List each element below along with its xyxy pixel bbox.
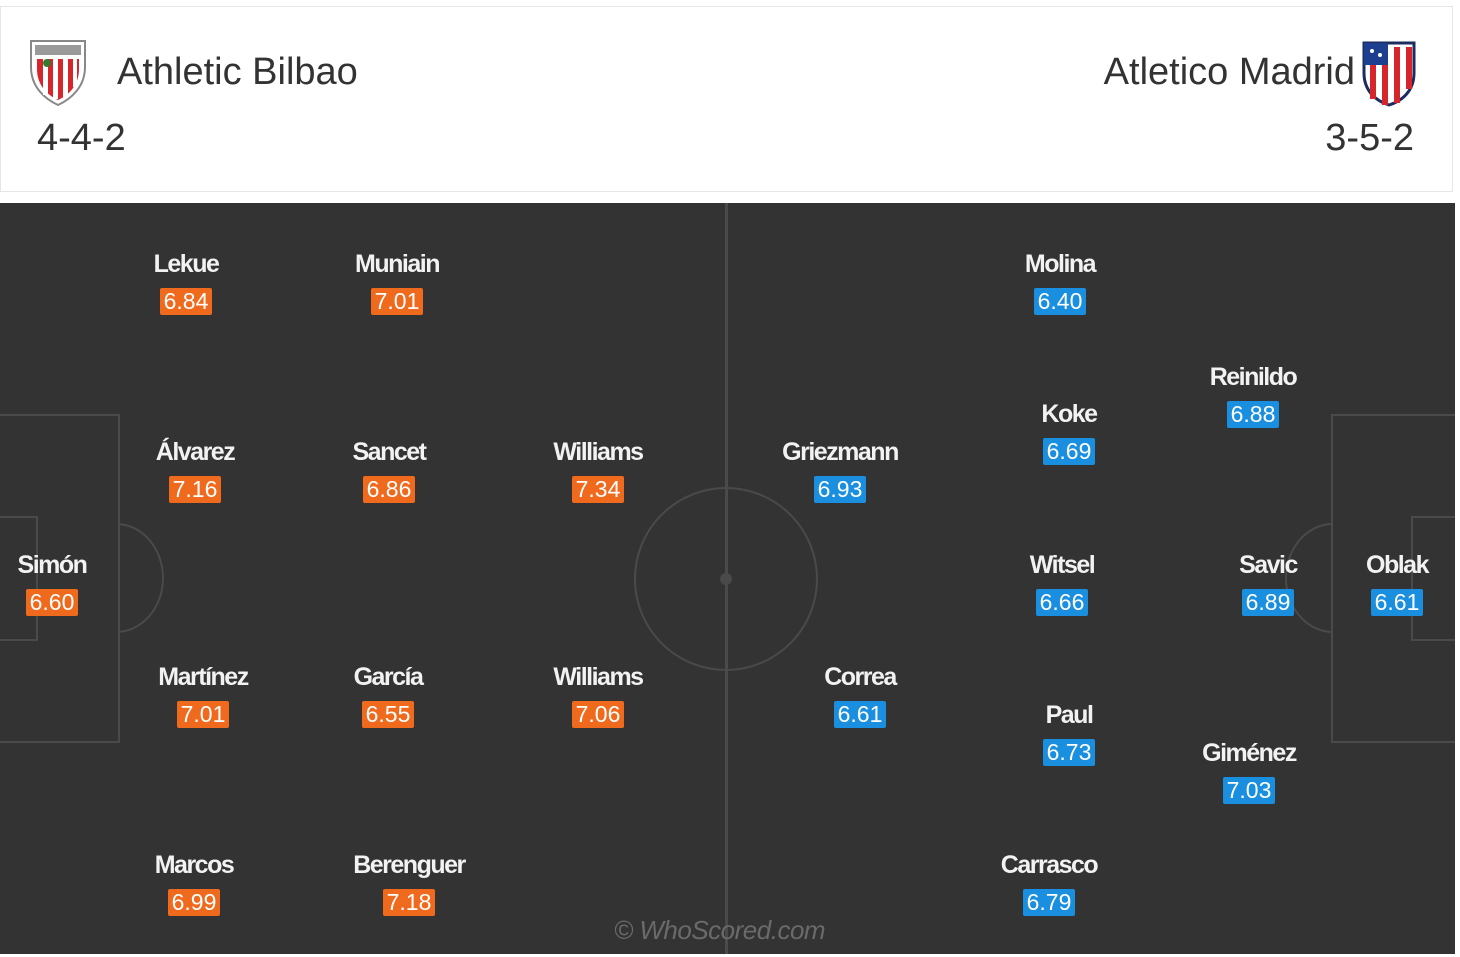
player-rating-badge: 6.88 <box>1226 401 1280 428</box>
player-name: Lekue <box>153 250 220 278</box>
player-card-home[interactable]: Marcos 6.99 <box>94 850 294 916</box>
player-card-away[interactable]: Correa 6.61 <box>760 662 960 728</box>
player-name: Álvarez <box>155 438 236 466</box>
player-name: Carrasco <box>1000 851 1099 879</box>
away-team-name[interactable]: Atletico Madrid <box>1103 51 1355 93</box>
player-card-away[interactable]: Giménez 7.03 <box>1149 738 1349 804</box>
player-rating-badge: 6.60 <box>25 589 79 616</box>
player-name: Koke <box>1041 400 1098 428</box>
player-card-home[interactable]: Williams 7.34 <box>498 437 698 503</box>
player-card-home[interactable]: Martínez 7.01 <box>103 662 303 728</box>
player-card-away[interactable]: Savic 6.89 <box>1168 550 1368 616</box>
player-rating-badge: 6.61 <box>833 701 887 728</box>
player-rating-badge: 6.73 <box>1042 739 1096 766</box>
player-card-away[interactable]: Reinildo 6.88 <box>1153 362 1353 428</box>
center-circle <box>634 487 818 671</box>
player-rating-badge: 7.01 <box>370 288 424 315</box>
player-name: Muniain <box>355 250 440 278</box>
player-name: Oblak <box>1366 551 1429 579</box>
player-rating-badge: 6.93 <box>813 476 867 503</box>
player-card-away[interactable]: Oblak 6.61 <box>1297 550 1455 616</box>
home-team-name[interactable]: Athletic Bilbao <box>117 51 358 93</box>
player-card-home[interactable]: Lekue 6.84 <box>86 249 286 315</box>
player-rating-badge: 6.89 <box>1241 589 1295 616</box>
player-name: Witsel <box>1029 551 1096 579</box>
player-rating-badge: 6.66 <box>1035 589 1089 616</box>
player-name: Paul <box>1045 701 1094 729</box>
player-name: Martínez <box>158 663 249 691</box>
player-rating-badge: 6.79 <box>1022 889 1076 916</box>
player-rating-badge: 7.34 <box>571 476 625 503</box>
atletico-madrid-crest-icon <box>1362 41 1416 107</box>
player-name: García <box>353 663 424 691</box>
home-goal-area <box>0 516 38 641</box>
player-name: Berenguer <box>353 851 466 879</box>
home-penalty-area <box>0 414 120 743</box>
pitch: Simón 6.60 Lekue 6.84 Álvarez 7.16 Martí… <box>0 203 1455 954</box>
player-card-away[interactable]: Carrasco 6.79 <box>949 850 1149 916</box>
player-card-away[interactable]: Witsel 6.66 <box>962 550 1162 616</box>
away-goal-area <box>1411 516 1455 641</box>
player-name: Marcos <box>154 851 235 879</box>
player-rating-badge: 7.01 <box>176 701 230 728</box>
player-card-home[interactable]: García 6.55 <box>288 662 488 728</box>
player-name: Savic <box>1239 551 1298 579</box>
player-rating-badge: 6.84 <box>159 288 213 315</box>
player-rating-badge: 6.99 <box>167 889 221 916</box>
player-rating-badge: 7.16 <box>168 476 222 503</box>
player-card-home[interactable]: Berenguer 7.18 <box>309 850 509 916</box>
player-card-home[interactable]: Simón 6.60 <box>0 550 152 616</box>
player-rating-badge: 6.69 <box>1042 438 1096 465</box>
player-rating-badge: 7.03 <box>1222 777 1276 804</box>
player-card-home[interactable]: Sancet 6.86 <box>289 437 489 503</box>
player-name: Giménez <box>1202 739 1297 767</box>
player-name: Williams <box>553 438 644 466</box>
player-card-away[interactable]: Koke 6.69 <box>969 399 1169 465</box>
away-formation: 3-5-2 <box>1325 117 1414 159</box>
watermark: © WhoScored.com <box>614 915 826 945</box>
match-header: Athletic Bilbao 4-4-2 Atletico Madrid 3-… <box>0 6 1453 192</box>
player-rating-badge: 7.18 <box>382 889 436 916</box>
player-name: Molina <box>1024 250 1097 278</box>
player-card-home[interactable]: Williams 7.06 <box>498 662 698 728</box>
player-rating-badge: 6.40 <box>1033 288 1087 315</box>
player-name: Simón <box>17 551 88 579</box>
player-rating-badge: 6.55 <box>361 701 415 728</box>
player-card-away[interactable]: Paul 6.73 <box>969 700 1169 766</box>
player-card-home[interactable]: Muniain 7.01 <box>297 249 497 315</box>
home-formation: 4-4-2 <box>37 117 126 159</box>
player-name: Griezmann <box>782 438 899 466</box>
player-card-away[interactable]: Molina 6.40 <box>960 249 1160 315</box>
player-name: Williams <box>553 663 644 691</box>
player-name: Reinildo <box>1209 363 1298 391</box>
athletic-bilbao-crest-icon <box>30 40 86 107</box>
player-card-away[interactable]: Griezmann 6.93 <box>740 437 940 503</box>
player-card-home[interactable]: Álvarez 7.16 <box>95 437 295 503</box>
player-rating-badge: 7.06 <box>571 701 625 728</box>
player-rating-badge: 6.86 <box>362 476 416 503</box>
player-name: Sancet <box>352 438 427 466</box>
player-name: Correa <box>824 663 897 691</box>
center-spot <box>720 573 732 585</box>
player-rating-badge: 6.61 <box>1370 589 1424 616</box>
